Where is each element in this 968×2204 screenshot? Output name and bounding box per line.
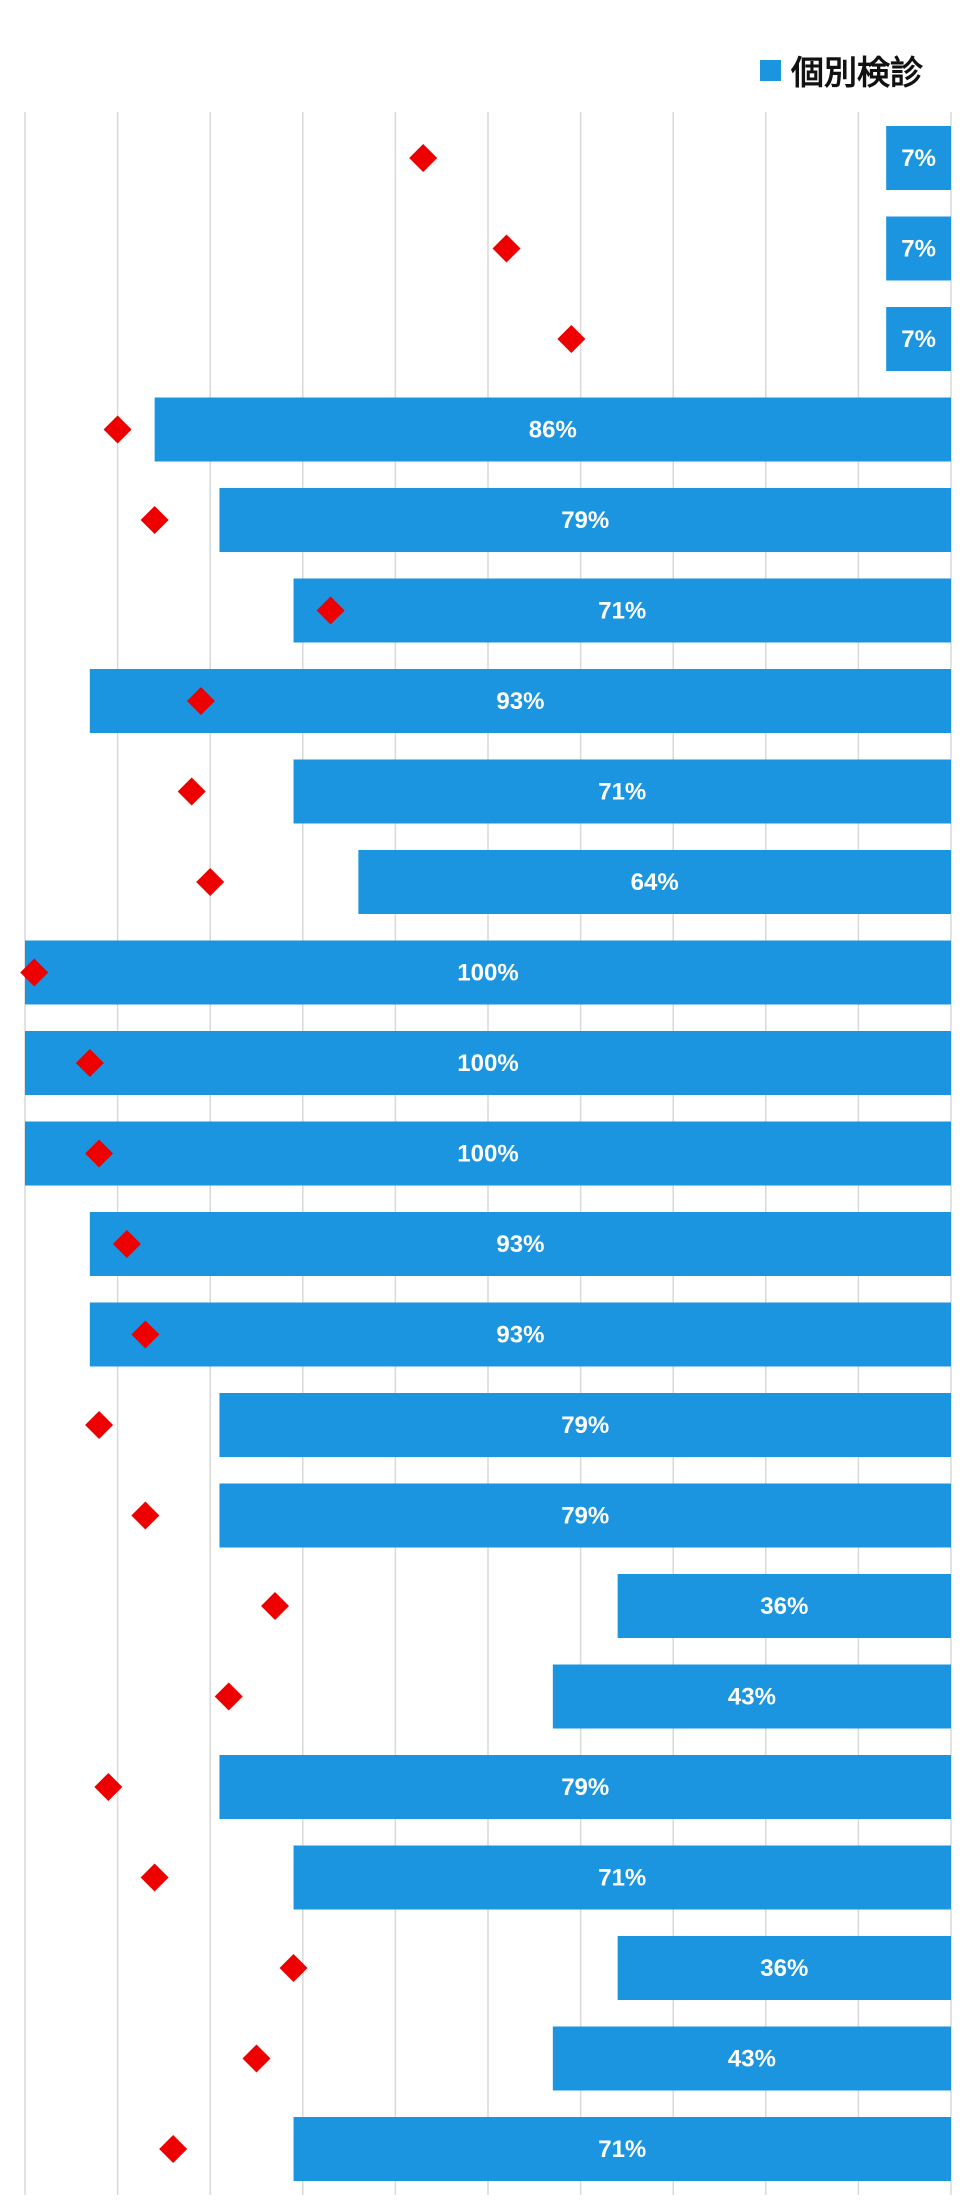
diamond-marker [75,1049,104,1077]
diamond-marker [409,144,438,172]
data-label: 100% [457,960,518,987]
diamond-marker [140,1863,169,1892]
data-label: 71% [598,598,646,625]
bar [219,1755,951,1819]
bar [89,1212,951,1276]
data-label: 71% [598,2136,646,2163]
diamond-marker [186,687,215,715]
diamond-marker [279,1954,308,1982]
bar [886,307,951,371]
data-label: 93% [496,688,544,715]
bar [617,1936,951,2000]
data-label: 43% [728,1684,776,1711]
diamond-marker [140,506,169,534]
diamond-marker [112,1230,141,1258]
bar [293,578,951,643]
diamond-marker [316,596,345,625]
data-label: 43% [728,2046,776,2073]
diamond-marker [242,2044,271,2073]
bar [89,669,951,733]
diamond-marker [85,1411,114,1439]
diamond-marker [177,777,206,806]
data-label: 100% [457,1141,518,1168]
bar [617,1574,951,1638]
diamond-marker [196,868,225,896]
data-label: 79% [561,1503,609,1530]
diamond-marker [131,1320,160,1349]
diamond-marker [261,1592,290,1620]
diamond-marker [103,415,132,444]
bar [293,1845,951,1910]
data-label: 7% [901,326,936,353]
bar [219,1483,951,1548]
bar [89,1302,951,1367]
diamond-marker [557,325,586,353]
legend-swatch [760,59,781,81]
data-label: 86% [529,417,577,444]
diamond-marker [131,1501,160,1530]
bar [552,1664,951,1729]
bar [219,488,951,552]
diamond-marker [94,1773,123,1801]
bar [552,2026,951,2091]
bar [219,1393,951,1457]
bar [886,216,951,281]
bar [25,1121,951,1186]
data-label: 64% [631,869,679,896]
bar [886,126,951,190]
diamond-marker [159,2135,188,2163]
data-label: 79% [561,1412,609,1439]
diamond-marker [20,958,49,987]
diamond-marker [214,1682,243,1711]
data-label: 71% [598,1865,646,1892]
data-label: 93% [496,1231,544,1258]
diamond-marker [85,1139,114,1168]
data-label: 36% [760,1593,808,1620]
data-label: 71% [598,779,646,806]
legend: 個別検診 [760,46,923,94]
data-label: 7% [901,236,936,263]
data-label: 7% [901,145,936,172]
data-label: 93% [496,1322,544,1349]
bar [293,2117,951,2181]
data-label: 36% [760,1955,808,1982]
bar [25,940,951,1005]
bar [25,1031,951,1095]
legend-label: 個別検診 [791,54,923,91]
bar [358,850,951,914]
data-label: 79% [561,1774,609,1801]
diamond-marker [492,234,521,263]
data-label: 79% [561,507,609,534]
data-label: 100% [457,1050,518,1077]
bar [293,759,951,824]
bar [154,397,951,462]
